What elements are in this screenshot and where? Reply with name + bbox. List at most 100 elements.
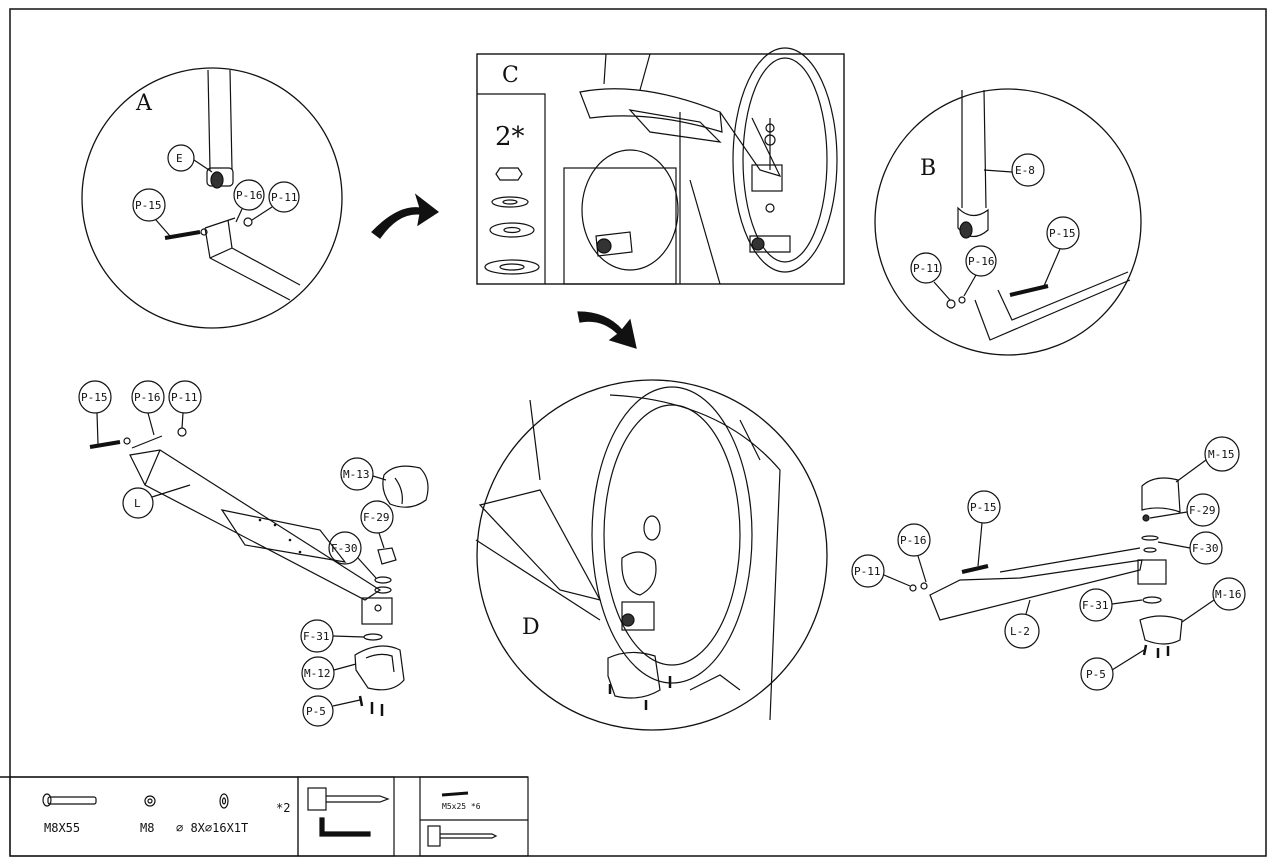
callout-right-p15	[967, 490, 1001, 524]
callout-right-f31-text: F-31	[1082, 599, 1109, 612]
washer-icon-hw	[219, 793, 229, 809]
panel-c-parts-box	[477, 93, 546, 284]
crank-arm	[719, 111, 782, 177]
panel-a-letter: A	[135, 91, 153, 116]
hardware-box-screws	[419, 776, 529, 857]
callout-right-p11	[851, 554, 885, 588]
callout-left-p11-text: P-11	[171, 391, 198, 404]
callout-right-p5	[1080, 657, 1114, 691]
left-nut-f29	[377, 547, 397, 565]
foot-d	[607, 651, 661, 699]
washer-a	[200, 228, 208, 236]
callout-left-f30-text: F-30	[331, 542, 358, 555]
callout-e	[167, 144, 195, 172]
allen-key-icon	[319, 817, 371, 837]
callout-left-f30	[328, 531, 362, 565]
hardware-nut-label: M8	[140, 821, 154, 835]
callout-right-p11-text: P-11	[854, 565, 881, 578]
callout-left-p15-text: P-15	[81, 391, 108, 404]
screwdriver-handle-icon	[427, 825, 441, 847]
right-pedal-bracket	[1137, 559, 1167, 585]
washer-icon-3	[484, 259, 540, 275]
arm-plate	[204, 217, 236, 259]
bracket-d	[621, 601, 655, 631]
hardware-screw-label: M5x25 *6	[442, 802, 481, 811]
left-cap-m13	[382, 465, 429, 508]
nut-icon	[495, 167, 523, 181]
callout-p11-text: P-11	[271, 191, 298, 204]
bracket-lower	[749, 235, 791, 253]
nut-a	[243, 217, 253, 227]
bolt-head	[210, 171, 224, 189]
callout-right-m15	[1204, 436, 1240, 472]
hardware-washer-label: ⌀ 8X⌀16X1T	[176, 821, 248, 835]
panel-d-letter: D	[522, 615, 540, 640]
callout-e8	[1011, 153, 1045, 187]
panel-c-inset	[563, 167, 677, 285]
hardware-box-fasteners	[9, 776, 299, 857]
left-pedal-plate	[220, 509, 347, 563]
panel-d-circle	[476, 379, 828, 731]
callout-left-m13	[340, 457, 374, 491]
panel-c-qty: 2*	[495, 122, 525, 152]
panel-c-letter: C	[502, 63, 519, 88]
bolt-icon	[47, 796, 97, 805]
callout-left-m13-text: M-13	[343, 468, 370, 481]
callout-p16	[233, 179, 265, 211]
panel-c-frame	[476, 53, 845, 285]
callout-left-f29-text: F-29	[363, 511, 390, 524]
pedal-plate-d	[478, 489, 602, 601]
panel-d: D	[475, 379, 828, 731]
callout-left-p5	[302, 695, 334, 727]
left-assembly: P-15 P-16 P-11 L M-13 F-29 F-30 F-31 M-1…	[78, 380, 429, 727]
left-foot-m12	[354, 645, 405, 691]
callout-left-p5-text: P-5	[306, 705, 326, 718]
callout-p15-text: P-15	[135, 199, 162, 212]
hardware-box-tools	[297, 776, 395, 857]
callout-left-f29	[360, 500, 394, 534]
page-frame	[9, 8, 1267, 857]
nut-icon-hw	[144, 795, 156, 807]
flywheel-outline	[732, 47, 838, 273]
callout-p11-b-text: P-11	[913, 262, 940, 275]
left-pedal-bracket	[361, 597, 393, 625]
screw-icon	[441, 791, 469, 797]
washer-icon-2	[489, 222, 535, 238]
callout-right-m15-text: M-15	[1208, 448, 1235, 461]
callout-left-p15	[78, 380, 112, 414]
post-tube	[207, 69, 233, 171]
pedal-bracket-c	[751, 164, 783, 192]
frame-lines	[603, 53, 721, 285]
callout-left-p16-text: P-16	[134, 391, 161, 404]
callout-right-p16	[897, 523, 931, 557]
panel-b: B E-8 P-15 P-11 P-16	[874, 88, 1142, 356]
arm-d	[475, 399, 601, 621]
callout-left-m12	[301, 656, 335, 690]
frame-d	[609, 394, 781, 721]
arm-tube-b	[974, 271, 1131, 341]
callout-right-p15-text: P-15	[970, 501, 997, 514]
callout-p16-b	[965, 245, 997, 277]
left-arm	[129, 449, 382, 601]
screwdriver-shaft-icon	[440, 833, 498, 839]
callout-left-l-text: L	[134, 497, 141, 510]
right-foot-m16	[1139, 615, 1183, 645]
callout-p11-b	[910, 252, 942, 284]
callout-right-m16-text: M-16	[1215, 588, 1242, 601]
washer-icon-1	[491, 196, 529, 208]
callout-right-f29	[1186, 493, 1220, 527]
flywheel-d-inner	[603, 404, 741, 666]
callout-right-f30-text: F-30	[1192, 542, 1219, 555]
flywheel-d-outer	[591, 386, 753, 684]
bolt-p15	[164, 230, 201, 240]
callout-p15-b-text: P-15	[1049, 227, 1076, 240]
callout-right-l2-text: L-2	[1010, 625, 1030, 638]
callout-right-l2	[1004, 613, 1040, 649]
panel-a-circle	[81, 67, 343, 329]
panel-b-letter: B	[920, 156, 936, 181]
right-cap-m15	[1141, 477, 1181, 513]
callout-p16-b-text: P-16	[968, 255, 995, 268]
arm-tube	[204, 219, 301, 301]
